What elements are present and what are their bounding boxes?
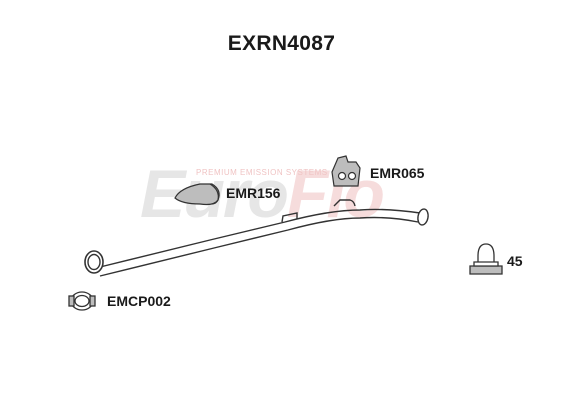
part-label-emr065: EMR065 <box>370 165 425 181</box>
u-clamp-icon <box>469 243 503 275</box>
exhaust-pipe <box>84 199 429 277</box>
part-number-title: EXRN4087 <box>227 32 336 55</box>
pipe-clamp-icon <box>68 291 96 311</box>
part-label-emr156: EMR156 <box>226 185 281 201</box>
watermark-tagline: PREMIUM EMISSION SYSTEMS <box>196 168 328 177</box>
hanger-bracket-icon <box>331 155 361 187</box>
part-label-emcp002: EMCP002 <box>107 293 171 309</box>
part-label-45: 45 <box>507 253 523 269</box>
rubber-mount-icon <box>174 183 220 206</box>
